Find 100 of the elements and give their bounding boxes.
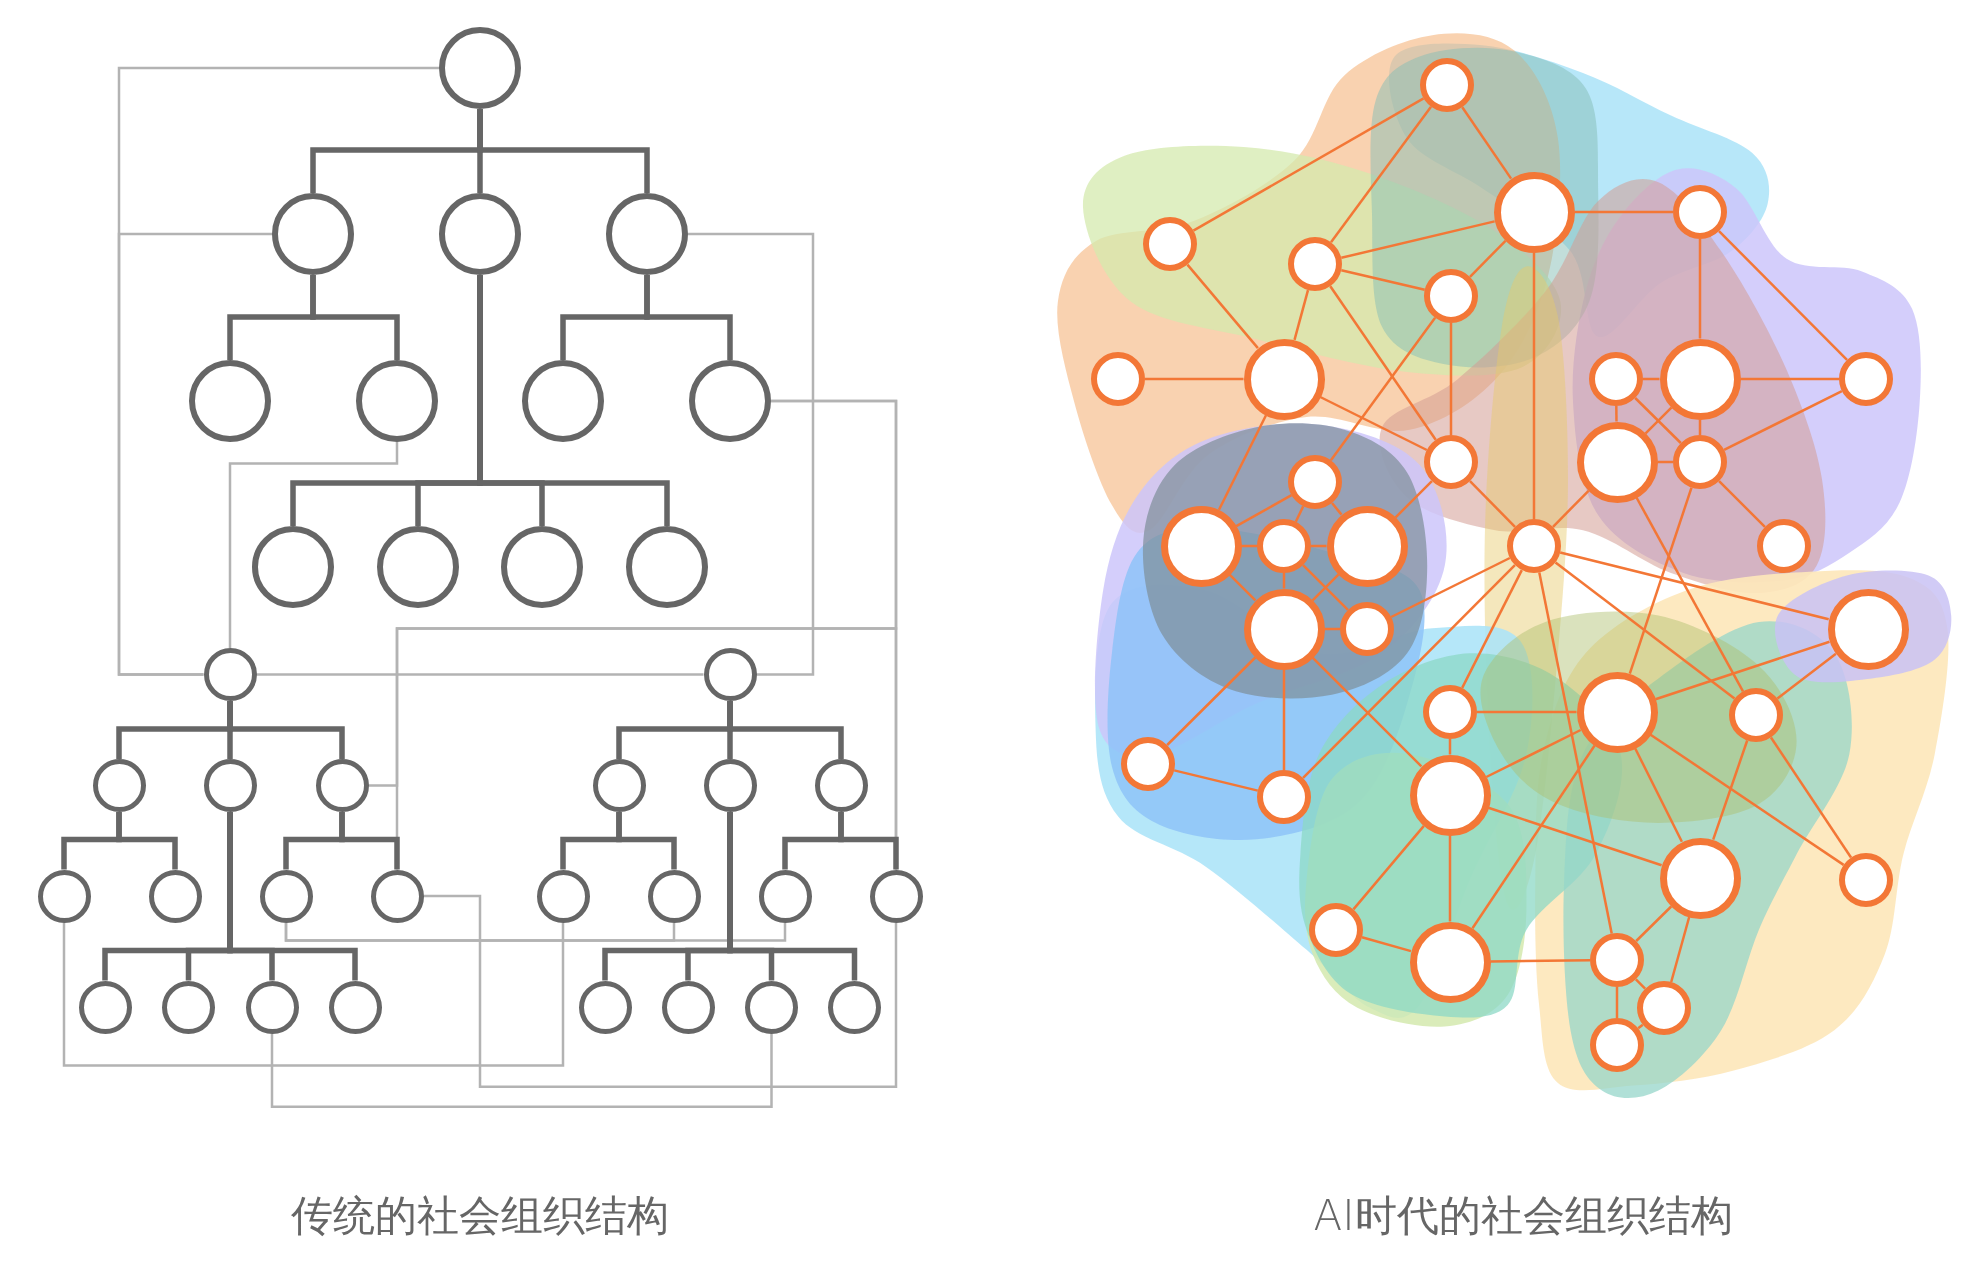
node-circle <box>37 869 91 923</box>
connector-line <box>1145 377 1244 381</box>
node-circle <box>356 360 438 442</box>
connector-line <box>228 442 399 648</box>
node-circle <box>1340 602 1394 656</box>
connector-line <box>477 275 670 526</box>
node-circle <box>92 759 146 812</box>
connector-line <box>616 812 677 870</box>
connector-line <box>1655 640 1830 701</box>
connector-line <box>1331 502 1343 516</box>
connector-line <box>117 232 272 676</box>
connector-line <box>1235 494 1293 528</box>
node-circle <box>536 869 590 923</box>
connector-line <box>1294 505 1305 523</box>
connector-line <box>1390 556 1511 619</box>
node-circle <box>252 526 334 608</box>
connector-line <box>1461 106 1513 180</box>
connector-line <box>227 812 358 981</box>
connector-line <box>688 232 815 676</box>
connector-line <box>1352 825 1425 911</box>
connector-line <box>1166 656 1257 746</box>
node-circle <box>1729 688 1783 742</box>
node-circle <box>1507 519 1561 573</box>
connector-line <box>1644 406 1673 435</box>
connector-line <box>1394 480 1433 519</box>
connector-line <box>1635 978 1646 990</box>
node-circle <box>703 648 757 701</box>
connector-line <box>1559 551 1829 621</box>
connector-line <box>1477 710 1577 714</box>
connector-line <box>1574 210 1673 214</box>
connector-line <box>1490 959 1590 963</box>
connector-line <box>1634 747 1683 843</box>
connector-line <box>1488 806 1662 867</box>
caption: AI时代的社会组织结构 <box>1313 1190 1733 1242</box>
connector-line <box>1329 317 1437 461</box>
connector-line <box>1361 936 1412 953</box>
node-circle <box>689 360 771 442</box>
connector-line <box>1538 572 1613 934</box>
node-circle <box>377 526 459 608</box>
connector-line <box>284 922 787 942</box>
node-circle <box>1121 737 1175 791</box>
connector-line <box>62 922 565 1067</box>
connector-line <box>1776 652 1837 700</box>
node-circle <box>828 980 881 1034</box>
connector-line <box>1449 323 1453 435</box>
connector-line <box>727 812 858 981</box>
connector-line <box>1634 397 1682 444</box>
node-circle <box>78 980 132 1034</box>
connector-line <box>1293 289 1310 341</box>
node-circle <box>1839 352 1893 406</box>
connector-line <box>339 812 400 870</box>
node-circle <box>203 648 257 701</box>
connector-line <box>256 673 704 676</box>
node-circle <box>661 980 715 1034</box>
node-circle <box>647 869 701 923</box>
node-circle <box>272 193 354 275</box>
node-circle <box>328 980 382 1034</box>
node-circle <box>1637 981 1691 1035</box>
connector-line <box>1282 669 1286 770</box>
node-circle <box>578 980 632 1034</box>
node-circle <box>703 759 757 812</box>
connector-line <box>1740 377 1839 381</box>
connector-line <box>477 109 650 193</box>
node-circle <box>1424 435 1478 489</box>
node-circle <box>869 869 923 923</box>
node-circle <box>1257 770 1311 824</box>
connector-line <box>1341 269 1425 291</box>
node-circle <box>758 869 812 923</box>
node-circle <box>1673 435 1727 489</box>
connector-line <box>1302 564 1516 779</box>
node-circle <box>814 759 868 812</box>
connector-line <box>838 812 899 870</box>
connector-line <box>227 701 345 759</box>
node-circle <box>1590 1018 1644 1072</box>
node-circle <box>626 526 708 608</box>
connector-line <box>1471 745 1596 929</box>
connector-line <box>1615 987 1619 1018</box>
node-circle <box>606 193 688 275</box>
node-circle <box>259 869 313 923</box>
connector-line <box>727 701 844 759</box>
connector-line <box>1637 1023 1644 1030</box>
connector-line <box>1186 263 1259 349</box>
connector-line <box>1718 480 1766 528</box>
node-circle <box>522 360 604 442</box>
node-circle <box>745 980 798 1034</box>
connector-line <box>1712 740 1749 841</box>
node-circle <box>1288 237 1342 291</box>
node-circle <box>1309 903 1363 957</box>
connector-line <box>1311 656 1423 768</box>
connector-line <box>1448 835 1452 922</box>
node-circle <box>162 980 215 1034</box>
connector-line <box>1769 736 1853 859</box>
node-circle <box>1589 352 1643 406</box>
connector-line <box>1461 569 1523 689</box>
node-circle <box>1839 853 1893 907</box>
node-circle <box>1757 519 1811 573</box>
node-circle <box>1143 217 1197 271</box>
connector-line <box>1635 496 1745 692</box>
connector-line <box>1532 252 1536 519</box>
node-circle <box>439 193 521 275</box>
